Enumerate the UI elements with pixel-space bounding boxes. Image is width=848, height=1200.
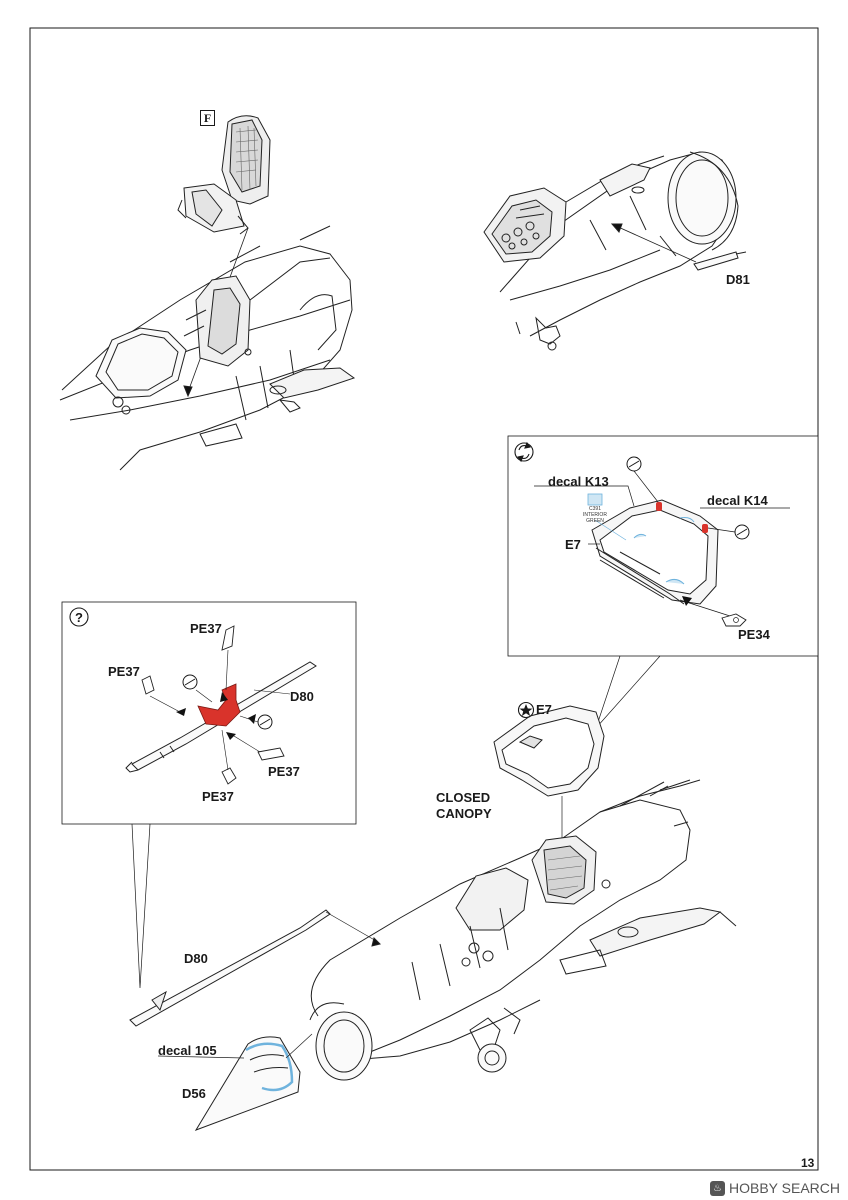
pitot-detail-box: ? [61,601,357,825]
star-marker-icon [517,701,535,719]
detail-callout-pointer [131,823,151,989]
pe34-hole [733,617,739,623]
pe37-left-label: PE37 [108,664,140,679]
remove-icon [182,674,198,690]
pe37-right-label: PE37 [268,764,300,779]
rotate-view-icon [514,441,534,463]
page-number: 13 [801,1156,815,1170]
remove-icon [626,456,642,472]
nose-assembly-drawing [129,705,737,1131]
d80-detail-label: D80 [290,689,314,704]
pointer-arrow [682,596,692,606]
seat-part-label: F [200,110,215,126]
canopy-detail-box [507,435,819,657]
d81-label: D81 [726,272,750,287]
d56-label: D56 [182,1086,206,1101]
remove-icon [734,524,750,540]
nose-cockpit-drawing [483,151,747,351]
e7-detail-label: E7 [565,537,581,552]
closed-canopy-label: CLOSED CANOPY [436,790,492,821]
pe37-vane [141,625,285,785]
watermark: ♨ HOBBY SEARCH [710,1180,840,1196]
watermark-text: HOBBY SEARCH [729,1180,840,1196]
cockpit-drawing-top [59,225,356,471]
hobby-search-logo-icon: ♨ [710,1180,725,1196]
pe37-top-label: PE37 [190,621,222,636]
svg-text:?: ? [75,610,83,625]
d80-main-label: D80 [184,951,208,966]
remove-icon [257,714,273,730]
fitting-red-top [656,502,662,511]
fitting-red-right [702,524,708,533]
color-swatch [587,493,603,506]
ejection-seat-drawing [177,115,271,398]
decal-k13-label: decal K13 [548,474,609,489]
e7-canopy-label: E7 [536,702,552,717]
pe34-part [721,613,747,627]
decal-105-label: decal 105 [158,1043,217,1058]
pe34-label: PE34 [738,627,770,642]
decal-k14-label: decal K14 [707,493,768,508]
help-icon: ? [69,607,89,627]
pitot-vane-red [197,683,241,727]
detail-callout-pointer [595,655,661,729]
canopy-e7-part [591,499,719,605]
color-callout-label: C391 INTERIOR GREEN [583,506,607,524]
pe37-bottom-label: PE37 [202,789,234,804]
